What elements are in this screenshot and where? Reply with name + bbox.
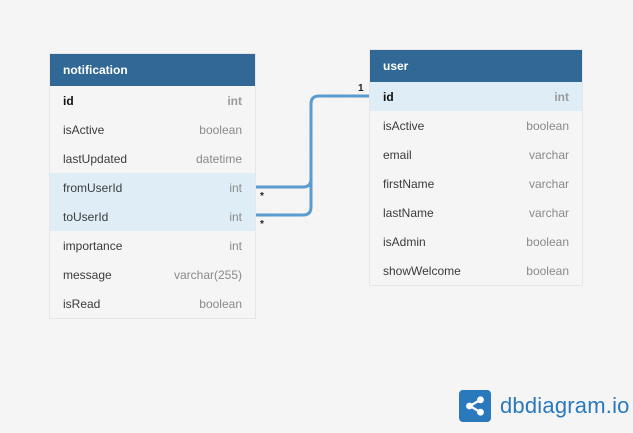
column-row-lastupdated[interactable]: lastUpdated datetime bbox=[50, 144, 255, 173]
column-row-id[interactable]: id int bbox=[370, 82, 582, 111]
share-nodes-icon bbox=[459, 390, 491, 422]
table-title: notification bbox=[63, 63, 128, 77]
column-type: boolean bbox=[526, 234, 569, 249]
cardinality-many-label-2: * bbox=[260, 219, 264, 230]
column-row-touserid[interactable]: toUserId int bbox=[50, 202, 255, 231]
column-name: email bbox=[383, 147, 412, 162]
column-name: message bbox=[63, 267, 112, 282]
table-user[interactable]: user id int isActive boolean email varch… bbox=[370, 50, 582, 285]
column-row-isactive[interactable]: isActive boolean bbox=[50, 115, 255, 144]
column-name: importance bbox=[63, 238, 123, 253]
column-row-isadmin[interactable]: isAdmin boolean bbox=[370, 227, 582, 256]
column-row-message[interactable]: message varchar(255) bbox=[50, 260, 255, 289]
column-row-fromuserid[interactable]: fromUserId int bbox=[50, 173, 255, 202]
dbdiagram-logo[interactable]: dbdiagram.io bbox=[459, 390, 630, 422]
table-notification[interactable]: notification id int isActive boolean las… bbox=[50, 54, 255, 318]
column-name: fromUserId bbox=[63, 180, 123, 195]
column-type: varchar bbox=[528, 147, 569, 162]
column-row-isread[interactable]: isRead boolean bbox=[50, 289, 255, 318]
column-name: id bbox=[63, 93, 74, 108]
column-row-importance[interactable]: importance int bbox=[50, 231, 255, 260]
column-type: int bbox=[229, 180, 242, 195]
column-row-isactive[interactable]: isActive boolean bbox=[370, 111, 582, 140]
column-name: isAdmin bbox=[383, 234, 426, 249]
column-row-firstname[interactable]: firstName varchar bbox=[370, 169, 582, 198]
column-row-lastname[interactable]: lastName varchar bbox=[370, 198, 582, 227]
column-type: boolean bbox=[526, 263, 569, 278]
column-type: varchar(255) bbox=[173, 267, 242, 282]
column-name: id bbox=[383, 89, 394, 104]
column-type: boolean bbox=[199, 122, 242, 137]
relation-touserid-to-user-id[interactable] bbox=[255, 104, 313, 217]
column-type: varchar bbox=[528, 176, 569, 191]
column-name: isActive bbox=[383, 118, 425, 133]
column-name: showWelcome bbox=[383, 263, 461, 278]
column-row-email[interactable]: email varchar bbox=[370, 140, 582, 169]
column-type: datetime bbox=[195, 151, 242, 166]
column-type: boolean bbox=[526, 118, 569, 133]
column-type: int bbox=[229, 209, 242, 224]
column-row-id[interactable]: id int bbox=[50, 86, 255, 115]
logo-text: dbdiagram.io bbox=[500, 393, 630, 418]
column-name: firstName bbox=[383, 176, 435, 191]
column-type: int bbox=[554, 89, 569, 104]
table-title: user bbox=[383, 59, 409, 73]
cardinality-many-label-1: * bbox=[260, 191, 264, 202]
column-name: toUserId bbox=[63, 209, 109, 224]
column-name: isRead bbox=[63, 296, 101, 311]
column-type: int bbox=[229, 238, 242, 253]
column-type: int bbox=[227, 93, 242, 108]
cardinality-one-label: 1 bbox=[358, 83, 364, 94]
table-header-user[interactable]: user bbox=[370, 50, 582, 82]
column-name: isActive bbox=[63, 122, 105, 137]
column-name: lastUpdated bbox=[63, 151, 128, 166]
column-type: boolean bbox=[199, 296, 242, 311]
column-type: varchar bbox=[528, 205, 569, 220]
column-name: lastName bbox=[383, 205, 434, 220]
table-header-notification[interactable]: notification bbox=[50, 54, 255, 86]
column-row-showwelcome[interactable]: showWelcome boolean bbox=[370, 256, 582, 285]
